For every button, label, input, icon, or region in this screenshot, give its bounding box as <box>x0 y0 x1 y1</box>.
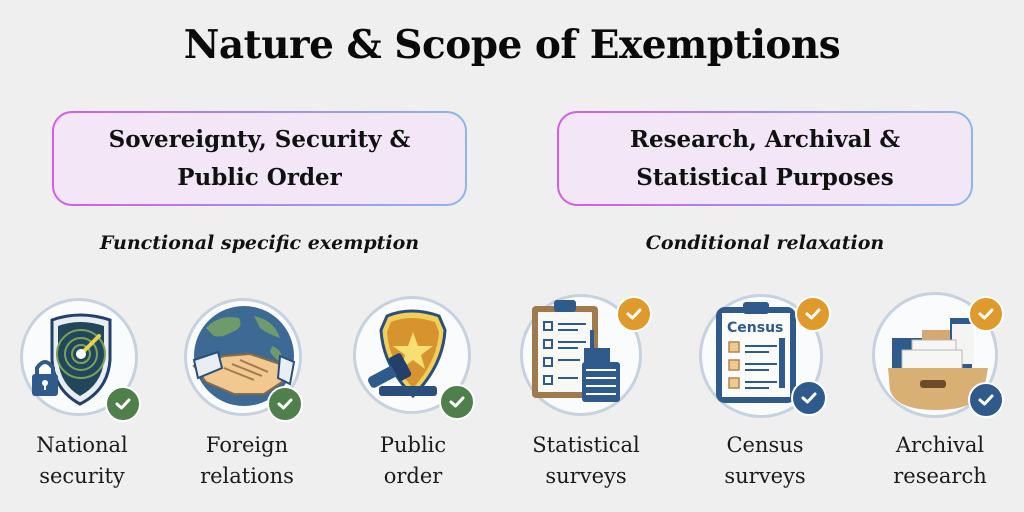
orange-check-icon <box>795 296 831 332</box>
category-heading-line1: Sovereignty, Security & <box>108 125 411 153</box>
category-subtitle-research: Conditional relaxation <box>645 232 885 254</box>
clipboard-survey-icon <box>532 300 620 402</box>
blue-check-icon <box>968 382 1004 418</box>
item-label: Statistical surveys <box>532 433 640 488</box>
category-box-sovereignty: Sovereignty, Security & Public Order <box>52 111 467 206</box>
police-badge-gavel-icon <box>368 309 447 399</box>
item-label: Public order <box>379 433 447 488</box>
category-heading-line1: Research, Archival & <box>629 125 901 153</box>
orange-check-icon <box>968 296 1004 332</box>
blue-check-icon <box>791 380 827 416</box>
archive-box-icon <box>888 318 988 410</box>
green-check-icon <box>267 386 303 422</box>
orange-check-icon <box>616 296 652 332</box>
page-title: Nature & Scope of Exemptions <box>183 22 841 68</box>
svg-text:Census: Census <box>727 320 783 336</box>
item-label: National security <box>36 433 128 488</box>
globe-handshake-icon <box>192 306 296 406</box>
category-box-research: Research, Archival & Statistical Purpose… <box>557 111 973 206</box>
category-heading-line2: Public Order <box>177 163 342 191</box>
item-label: Archival research <box>893 433 987 488</box>
shield-radar-lock-icon <box>32 313 112 406</box>
green-check-icon <box>105 386 141 422</box>
green-check-icon <box>439 384 475 420</box>
census-clipboard-icon: Census <box>716 302 796 403</box>
item-label: Foreign relations <box>200 433 294 488</box>
category-heading-line2: Statistical Purposes <box>636 163 894 191</box>
item-label: Census surveys <box>724 433 806 488</box>
category-subtitle-sovereignty: Functional specific exemption <box>99 232 420 254</box>
